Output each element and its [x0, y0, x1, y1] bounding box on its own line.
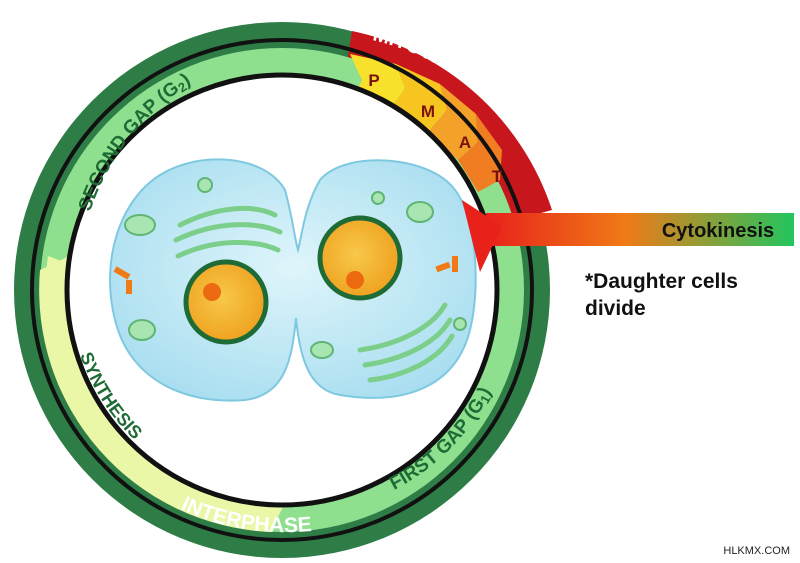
- cytokinesis-label: Cytokinesis: [662, 220, 774, 242]
- nucleus-left: [183, 259, 269, 345]
- stage-letter-t: T: [492, 167, 503, 186]
- stage-letter-m: M: [421, 102, 435, 121]
- nucleolus-left: [203, 283, 221, 301]
- stage-letters: P M A T: [368, 71, 502, 186]
- vesicle-right-small: [453, 317, 467, 331]
- nucleolus-right: [346, 271, 364, 289]
- cytokinesis-arrow: Cytokinesis: [462, 200, 794, 272]
- centriole-right: [435, 256, 458, 273]
- golgi-right: [357, 302, 455, 383]
- nucleus-right: [317, 215, 403, 301]
- cytokinesis-arrow-head: [462, 200, 502, 272]
- mitochondrion-left-top: [124, 214, 156, 236]
- stage-anaphase-wedge: [428, 84, 478, 160]
- note-line-1: *Daughter cells: [585, 270, 738, 293]
- dividing-cell: [109, 158, 477, 402]
- vesicle-left: [197, 177, 213, 193]
- stage-letter-p: P: [368, 71, 379, 90]
- mitochondrion-right-top: [406, 201, 434, 223]
- golgi-left: [173, 206, 283, 259]
- vesicle-right: [371, 191, 385, 205]
- note-line-2: divide: [585, 297, 646, 320]
- centriole-left: [113, 266, 132, 294]
- cell-cycle-boundary: [30, 38, 534, 542]
- site-credit: HLKMX.COM: [723, 545, 790, 557]
- daughter-cells-note: *Daughter cells divide: [585, 268, 738, 322]
- mitochondrion-right-bottom: [310, 341, 334, 359]
- mitochondrion-left-bottom: [128, 319, 156, 341]
- stage-telophase-wedge: [458, 114, 502, 192]
- cell-membrane: [109, 158, 477, 402]
- stage-letter-a: A: [459, 133, 471, 152]
- cytokinesis-arrow-bar: [486, 213, 794, 246]
